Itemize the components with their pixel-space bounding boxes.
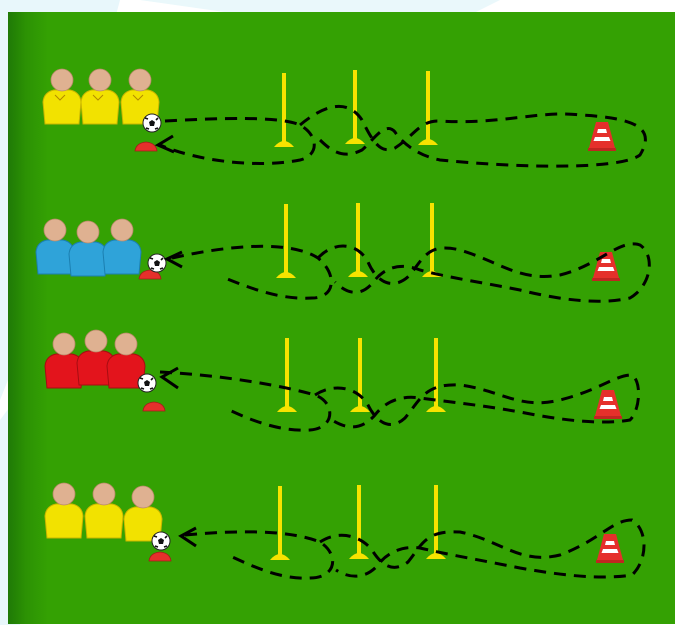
station-3 [45, 330, 639, 430]
pole-icon [422, 203, 442, 277]
soccer-ball-icon [143, 114, 161, 132]
cone-icon [594, 390, 622, 419]
player-icon [45, 483, 83, 538]
pole-icon [274, 73, 294, 147]
soccer-ball-icon [138, 374, 156, 392]
pole-icon [349, 485, 369, 559]
pole-icon [426, 338, 446, 412]
player-icon [43, 69, 81, 124]
cone-icon [588, 122, 616, 151]
pole-icon [277, 338, 297, 412]
marker-disc-icon [135, 142, 157, 151]
player-icon [85, 483, 123, 538]
dribble-path [172, 244, 649, 301]
pole-icon [345, 70, 365, 144]
cone-icon [592, 252, 620, 281]
dribble-path [185, 520, 644, 578]
station-4-players [45, 483, 162, 541]
station-2-players [36, 219, 141, 276]
station-4 [45, 483, 644, 578]
arrow-head-icon [181, 528, 196, 546]
soccer-ball-icon [148, 254, 166, 272]
pole-icon [426, 485, 446, 559]
pole-icon [276, 204, 296, 278]
pole-icon [348, 203, 368, 277]
marker-disc-icon [149, 552, 171, 561]
player-icon [81, 69, 119, 124]
station-1 [43, 69, 645, 166]
station-3-players [45, 330, 145, 388]
player-icon [103, 219, 141, 274]
station-1-players [43, 69, 159, 124]
player-icon [36, 219, 74, 274]
station-2 [36, 203, 649, 301]
marker-disc-icon [143, 402, 165, 411]
cone-icon [596, 534, 624, 563]
dribble-path [160, 106, 645, 166]
pole-icon [350, 338, 370, 412]
arrow-head-icon [167, 252, 182, 267]
dribble-path [160, 372, 639, 430]
soccer-ball-icon [152, 532, 170, 550]
pole-icon [270, 486, 290, 560]
pole-icon [418, 71, 438, 145]
arrow-head-icon [158, 136, 174, 152]
player-icon [69, 221, 107, 276]
